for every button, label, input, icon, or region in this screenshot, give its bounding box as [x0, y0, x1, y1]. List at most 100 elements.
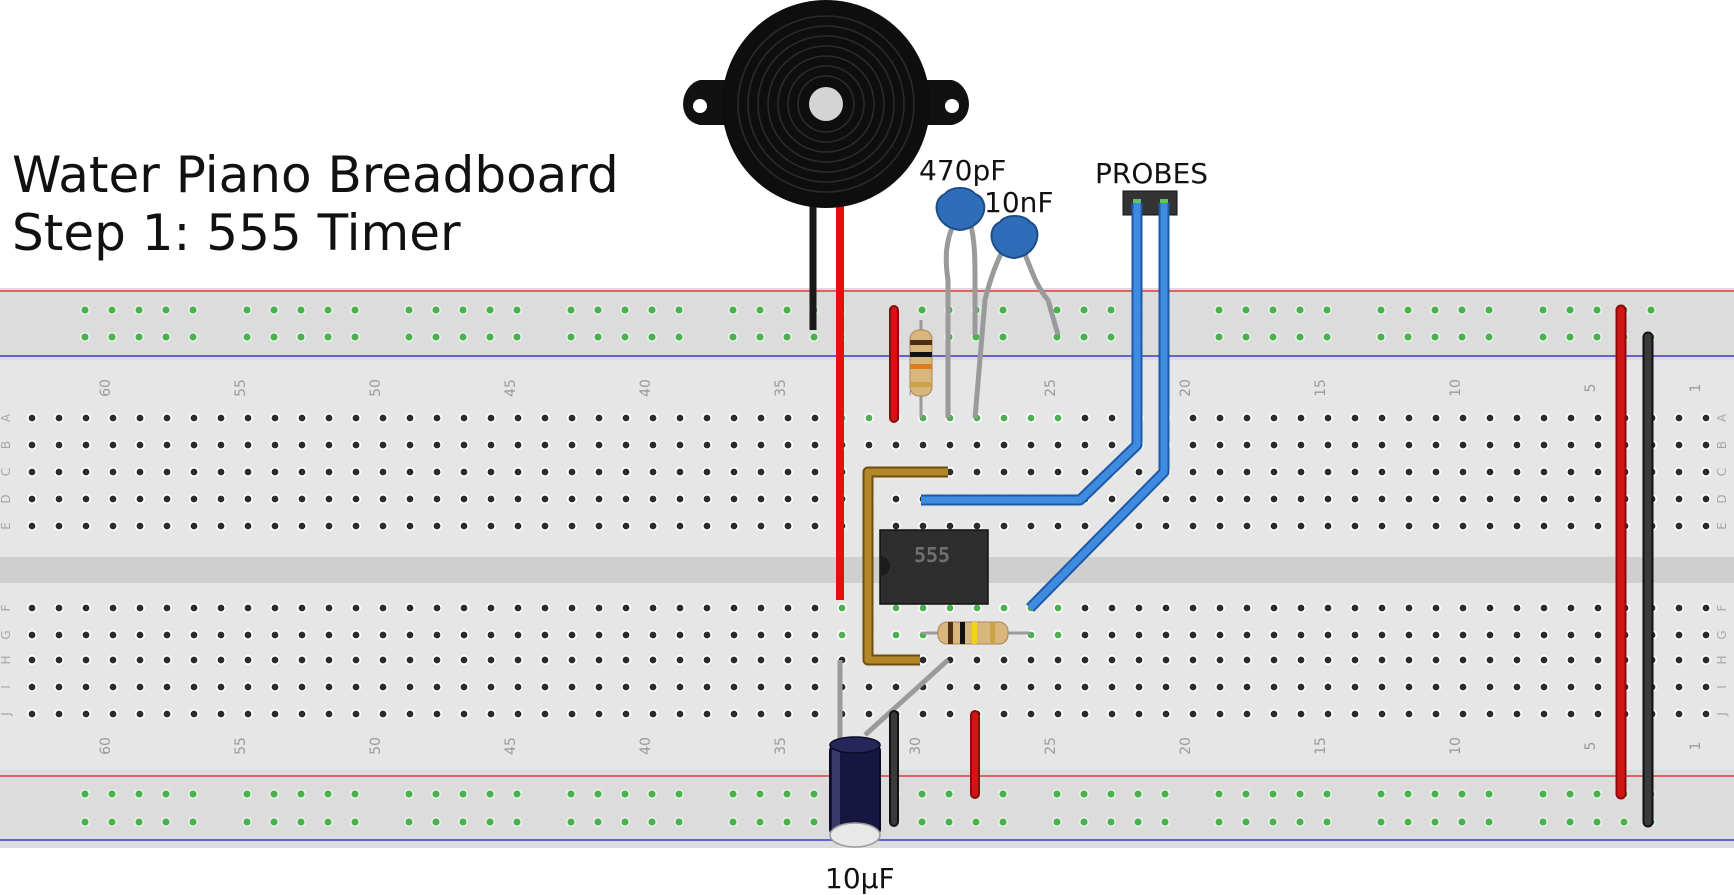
breadboard-hole [917, 439, 928, 450]
rail-hole [107, 789, 117, 799]
column-number: 40 [638, 737, 654, 755]
rail-hole [1133, 817, 1143, 827]
breadboard-hole [404, 681, 415, 692]
breadboard-hole [1134, 629, 1145, 640]
breadboard-hole [593, 654, 604, 665]
rail-hole [431, 332, 441, 342]
rail-hole [674, 789, 684, 799]
breadboard-hole [1134, 654, 1145, 665]
rail-hole [1322, 305, 1332, 315]
breadboard-hole [1323, 629, 1334, 640]
rail-hole [1538, 305, 1548, 315]
breadboard-hole [135, 629, 146, 640]
rail-hole [1268, 817, 1278, 827]
breadboard-hole [1296, 412, 1307, 423]
row-letter: I [1715, 685, 1729, 689]
breadboard-hole [296, 412, 307, 423]
column-number: 60 [98, 379, 114, 397]
breadboard-hole [1701, 654, 1712, 665]
rail-hole [593, 332, 603, 342]
breadboard-hole [1242, 466, 1253, 477]
breadboard-hole [1512, 493, 1523, 504]
rail-hole [431, 789, 441, 799]
breadboard-hole [1485, 602, 1496, 613]
breadboard-hole [944, 708, 955, 719]
rail-hole [1430, 789, 1440, 799]
label-probes: PROBES [1095, 157, 1208, 190]
breadboard-hole [701, 681, 712, 692]
breadboard-hole [1080, 439, 1091, 450]
row-letter: C [0, 468, 13, 476]
rail-hole [1106, 332, 1116, 342]
breadboard-hole [1053, 466, 1064, 477]
breadboard-hole [108, 439, 119, 450]
breadboard-hole [809, 654, 820, 665]
rail-hole [1565, 332, 1575, 342]
breadboard-hole [1674, 439, 1685, 450]
breadboard-hole [1431, 602, 1442, 613]
breadboard-hole [782, 412, 793, 423]
rail-hole [674, 332, 684, 342]
rail-hole [755, 789, 765, 799]
breadboard-hole [1242, 654, 1253, 665]
breadboard-hole [1701, 520, 1712, 531]
breadboard-hole [323, 520, 334, 531]
breadboard-hole [243, 602, 254, 613]
breadboard-hole [53, 629, 64, 640]
breadboard-hole [1296, 654, 1307, 665]
breadboard-hole [1107, 439, 1118, 450]
breadboard-hole [620, 439, 631, 450]
breadboard-hole [1377, 681, 1388, 692]
breadboard-hole [269, 654, 280, 665]
breadboard-hole [1404, 708, 1415, 719]
breadboard-hole [1296, 439, 1307, 450]
rail-hole [1322, 332, 1332, 342]
breadboard-hole [782, 629, 793, 640]
breadboard-hole [1674, 602, 1685, 613]
breadboard-hole [944, 681, 955, 692]
breadboard-hole [620, 602, 631, 613]
breadboard-hole [1539, 681, 1550, 692]
breadboard-hole [1134, 708, 1145, 719]
electrolytic-capacitor-icon [829, 736, 881, 848]
breadboard-hole [1269, 466, 1280, 477]
breadboard-hole [81, 681, 92, 692]
breadboard-hole [108, 681, 119, 692]
breadboard-hole [701, 412, 712, 423]
rail-hole [161, 332, 171, 342]
rail-hole [728, 332, 738, 342]
rail-hole [1214, 305, 1224, 315]
breadboard-hole [458, 681, 469, 692]
rail-hole [620, 789, 630, 799]
breadboard-hole [1107, 602, 1118, 613]
breadboard-hole [323, 439, 334, 450]
rail-hole [80, 332, 90, 342]
breadboard-hole [1350, 602, 1361, 613]
breadboard-hole [1026, 681, 1037, 692]
breadboard-hole [1080, 708, 1091, 719]
breadboard-hole [1431, 466, 1442, 477]
breadboard-hole [809, 412, 820, 423]
breadboard-hole [216, 681, 227, 692]
breadboard-hole [350, 602, 361, 613]
breadboard-hole [944, 602, 955, 613]
rail-hole [1106, 817, 1116, 827]
breadboard-hole [323, 412, 334, 423]
breadboard-hole [998, 708, 1009, 719]
breadboard-hole [1107, 708, 1118, 719]
breadboard-hole [647, 412, 658, 423]
breadboard-hole [458, 520, 469, 531]
rail-hole [431, 305, 441, 315]
breadboard-hole [1161, 654, 1172, 665]
rail-hole [593, 789, 603, 799]
breadboard-hole [458, 466, 469, 477]
breadboard-hole [728, 439, 739, 450]
rail-hole [620, 305, 630, 315]
breadboard-hole [1566, 602, 1577, 613]
breadboard-hole [593, 493, 604, 504]
breadboard-hole [53, 681, 64, 692]
breadboard-hole [971, 439, 982, 450]
breadboard-hole [377, 439, 388, 450]
